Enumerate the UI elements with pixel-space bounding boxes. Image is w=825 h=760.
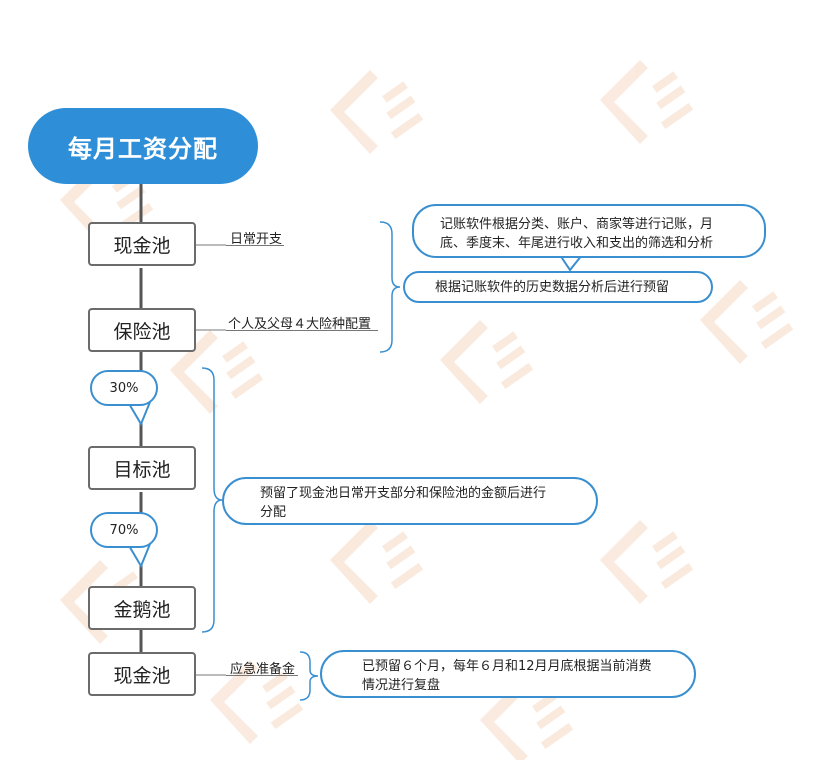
pct-bubble-target: 30%	[90, 370, 158, 406]
branch-label-daily-expense: 日常开支	[230, 232, 283, 247]
note-line: 已预留６个月，每年６月和12月月底根据当前消费	[362, 659, 652, 674]
node-cash-pool-2[interactable]: 现金池	[88, 652, 196, 696]
branch-label-emergency-fund: 应急准备金	[230, 662, 296, 677]
node-label: 现金池	[113, 664, 171, 687]
brace-target-goose	[201, 367, 223, 633]
branch-underline	[226, 675, 298, 676]
note-allocation: 预留了现金池日常开支部分和保险池的金额后进行 分配	[222, 477, 598, 525]
pct-bubble-golden-goose: 70%	[90, 512, 158, 548]
node-insurance-pool[interactable]: 保险池	[88, 308, 196, 352]
note-line: 根据记账软件的历史数据分析后进行预留	[435, 280, 670, 295]
node-cash-pool-1[interactable]: 现金池	[88, 222, 196, 266]
node-label: 金鹅池	[113, 598, 171, 621]
note-line: 底、季度末、年尾进行收入和支出的筛选和分析	[440, 236, 714, 251]
note-line: 预留了现金池日常开支部分和保险池的金额后进行	[260, 486, 547, 501]
note-review: 已预留６个月，每年６月和12月月底根据当前消费 情况进行复盘	[320, 650, 696, 698]
node-label: 保险池	[113, 320, 171, 343]
pct-tail-70	[127, 543, 151, 569]
note-accounting: 记账软件根据分类、账户、商家等进行记账，月 底、季度末、年尾进行收入和支出的筛选…	[412, 204, 766, 258]
node-label: 目标池	[113, 458, 171, 481]
note-budget: 根据记账软件的历史数据分析后进行预留	[403, 271, 713, 303]
root-node-monthly-salary[interactable]: 每月工资分配	[28, 108, 258, 184]
brace-cash-insurance	[379, 221, 401, 353]
branch-label-insurance-config: 个人及父母４大险种配置	[228, 317, 372, 332]
brace-emergency	[299, 651, 319, 701]
root-title: 每月工资分配	[68, 134, 218, 163]
pct-value: 70%	[109, 522, 139, 538]
note-line: 情况进行复盘	[362, 678, 441, 693]
node-label: 现金池	[113, 234, 171, 257]
branch-underline	[226, 245, 284, 246]
node-golden-goose-pool[interactable]: 金鹅池	[88, 586, 196, 630]
note-line: 记账软件根据分类、账户、商家等进行记账，月	[440, 217, 714, 232]
pct-value: 30%	[109, 380, 139, 396]
pct-tail-30	[127, 401, 151, 427]
note-line: 分配	[260, 505, 287, 520]
branch-underline	[226, 330, 378, 331]
node-target-pool[interactable]: 目标池	[88, 446, 196, 490]
bubble-tail	[559, 254, 583, 272]
